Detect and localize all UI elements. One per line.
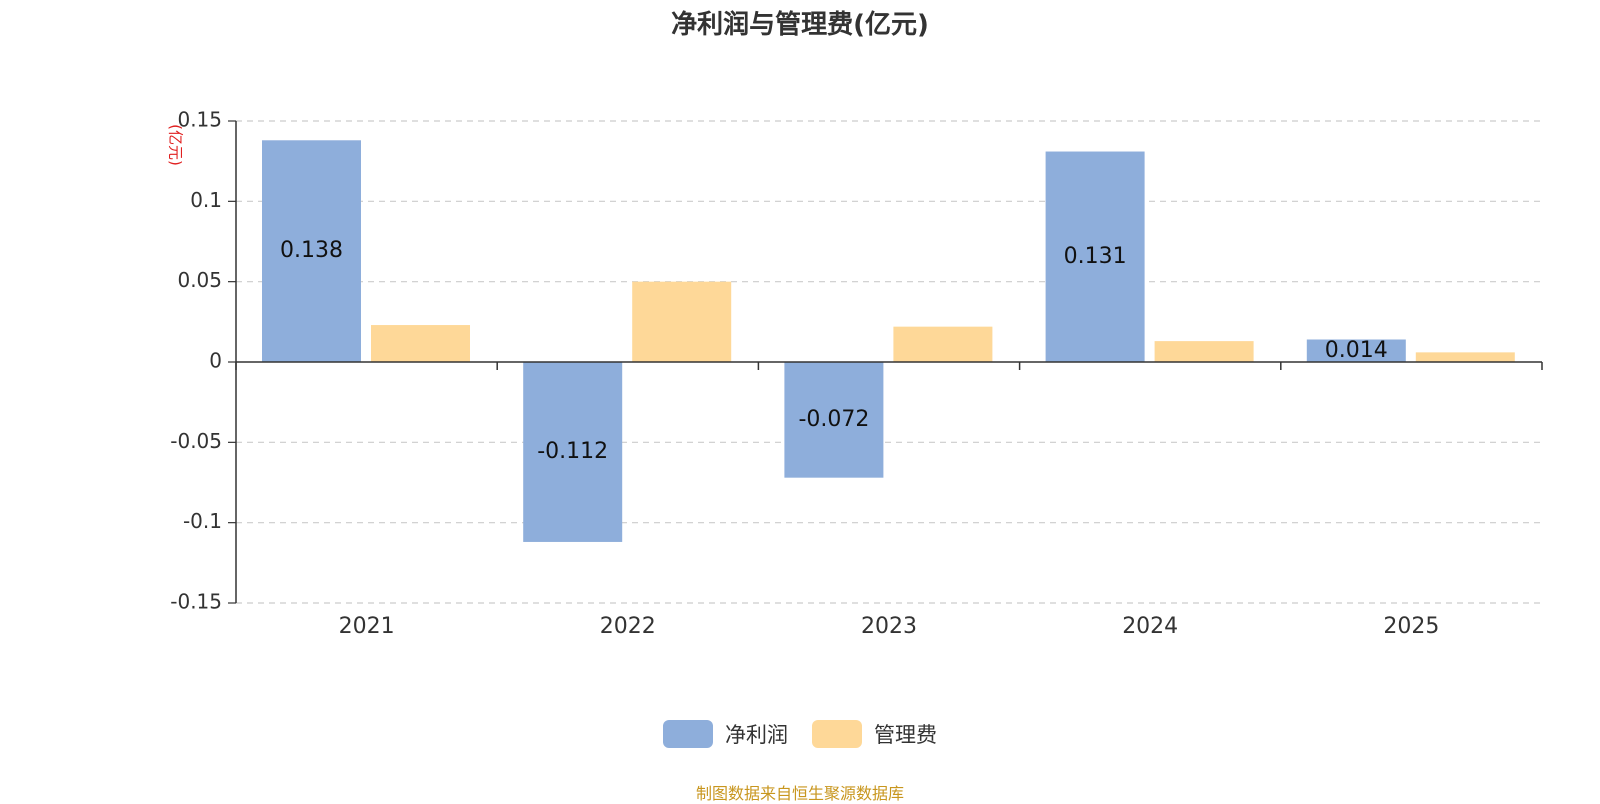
bar-admin-expense-2024 [1154, 341, 1254, 362]
legend-swatch [663, 720, 713, 748]
x-tick-label: 2023 [861, 614, 917, 639]
data-label-net-profit-2023: -0.072 [798, 407, 869, 432]
bar-admin-expense-2021 [371, 325, 470, 362]
legend: 净利润 管理费 [0, 719, 1600, 749]
source-note: 制图数据来自恒生聚源数据库 [695, 784, 904, 803]
legend-item[interactable]: 管理费 [812, 719, 937, 749]
chart-title: 净利润与管理费(亿元) [671, 10, 929, 40]
grid-lines [236, 120, 1542, 604]
y-tick-label: -0.15 [170, 590, 222, 614]
data-label-net-profit-2021: 0.138 [280, 238, 343, 263]
y-tick-label: -0.05 [170, 429, 222, 453]
data-labels: 0.138 -0.112 -0.072 0.131 0.014 [280, 238, 1388, 464]
x-tick-label: 2024 [1122, 614, 1178, 639]
x-tick-label: 2022 [600, 614, 656, 639]
bar-net-profit-2022 [523, 362, 623, 542]
chart-plot: 0.15 0.1 0.05 0 -0.05 -0.1 -0.15 2021 2022 2023 20… [167, 108, 1543, 639]
bar-net-profit-2024 [1045, 151, 1145, 362]
x-tick-label: 2025 [1383, 614, 1439, 639]
y-tick-label: 0.05 [177, 268, 222, 292]
x-tick-label: 2021 [339, 614, 395, 639]
axes: 0.15 0.1 0.05 0 -0.05 -0.1 -0.15 2021 2022 2023 20… [170, 108, 1543, 639]
bar-net-profit-2021 [262, 140, 361, 362]
data-label-net-profit-2024: 0.131 [1064, 244, 1127, 269]
y-tick-label: -0.1 [183, 509, 222, 533]
bar-admin-expense-2022 [632, 281, 732, 362]
legend-swatch [812, 720, 862, 748]
y-axis-unit-label: (亿元) [167, 124, 185, 166]
legend-label: 管理费 [874, 723, 937, 747]
bar-admin-expense-2025 [1415, 352, 1515, 362]
bar-marks [262, 140, 1515, 542]
bar-admin-expense-2023 [893, 326, 993, 362]
legend-label: 净利润 [725, 723, 788, 747]
y-tick-label: 0 [209, 349, 222, 373]
y-tick-label: 0.1 [190, 188, 222, 212]
legend-item[interactable]: 净利润 [663, 719, 788, 749]
bar-net-profit-2025 [1306, 339, 1406, 362]
data-label-net-profit-2025: 0.014 [1325, 338, 1388, 363]
bar-net-profit-2023 [784, 362, 884, 478]
data-label-net-profit-2022: -0.112 [537, 439, 608, 464]
y-tick-label: 0.15 [177, 108, 222, 132]
